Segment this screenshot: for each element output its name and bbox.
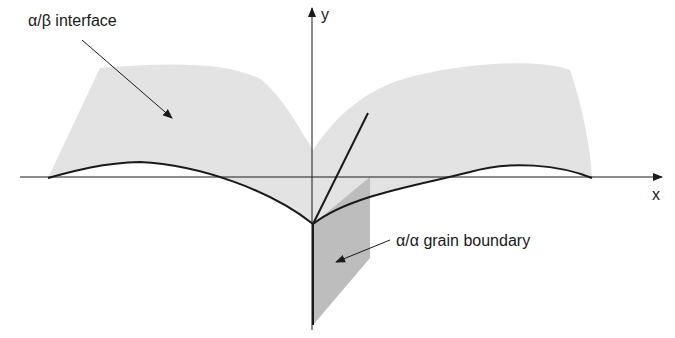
axis-label: x	[652, 186, 660, 204]
interface-label: α/β interface	[28, 12, 117, 30]
grain-boundary-label: α/α grain boundary	[396, 232, 530, 250]
axis-label: y	[321, 6, 329, 24]
